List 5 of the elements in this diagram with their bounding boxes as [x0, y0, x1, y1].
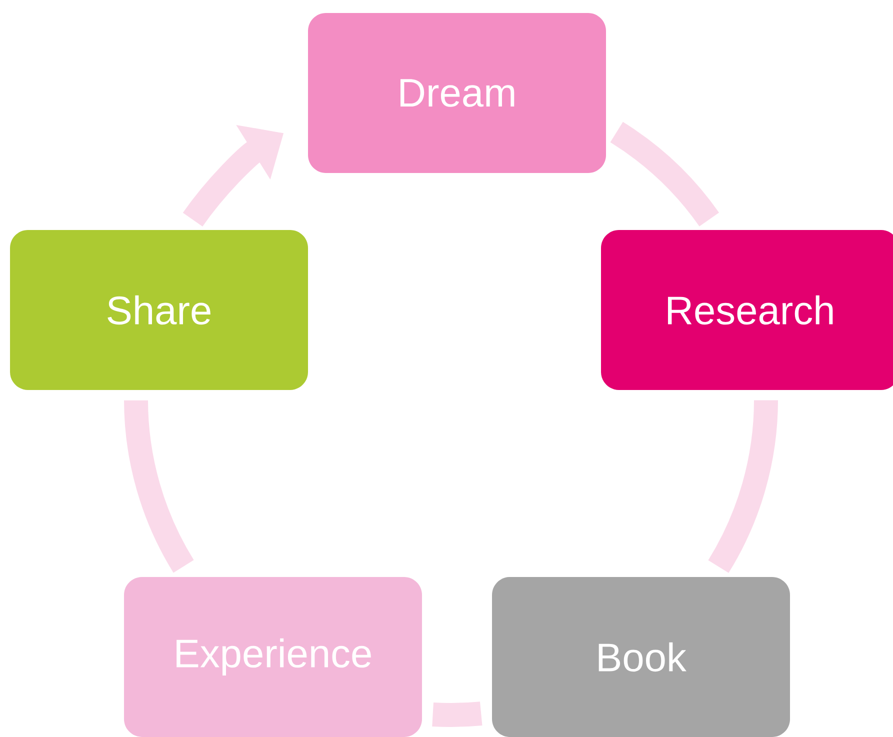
process-box: Book — [492, 576, 790, 737]
process-box: Dream — [308, 13, 606, 173]
process-box: Experience — [124, 576, 422, 737]
process-box: Research — [601, 230, 893, 390]
process-box: Share — [10, 230, 308, 390]
